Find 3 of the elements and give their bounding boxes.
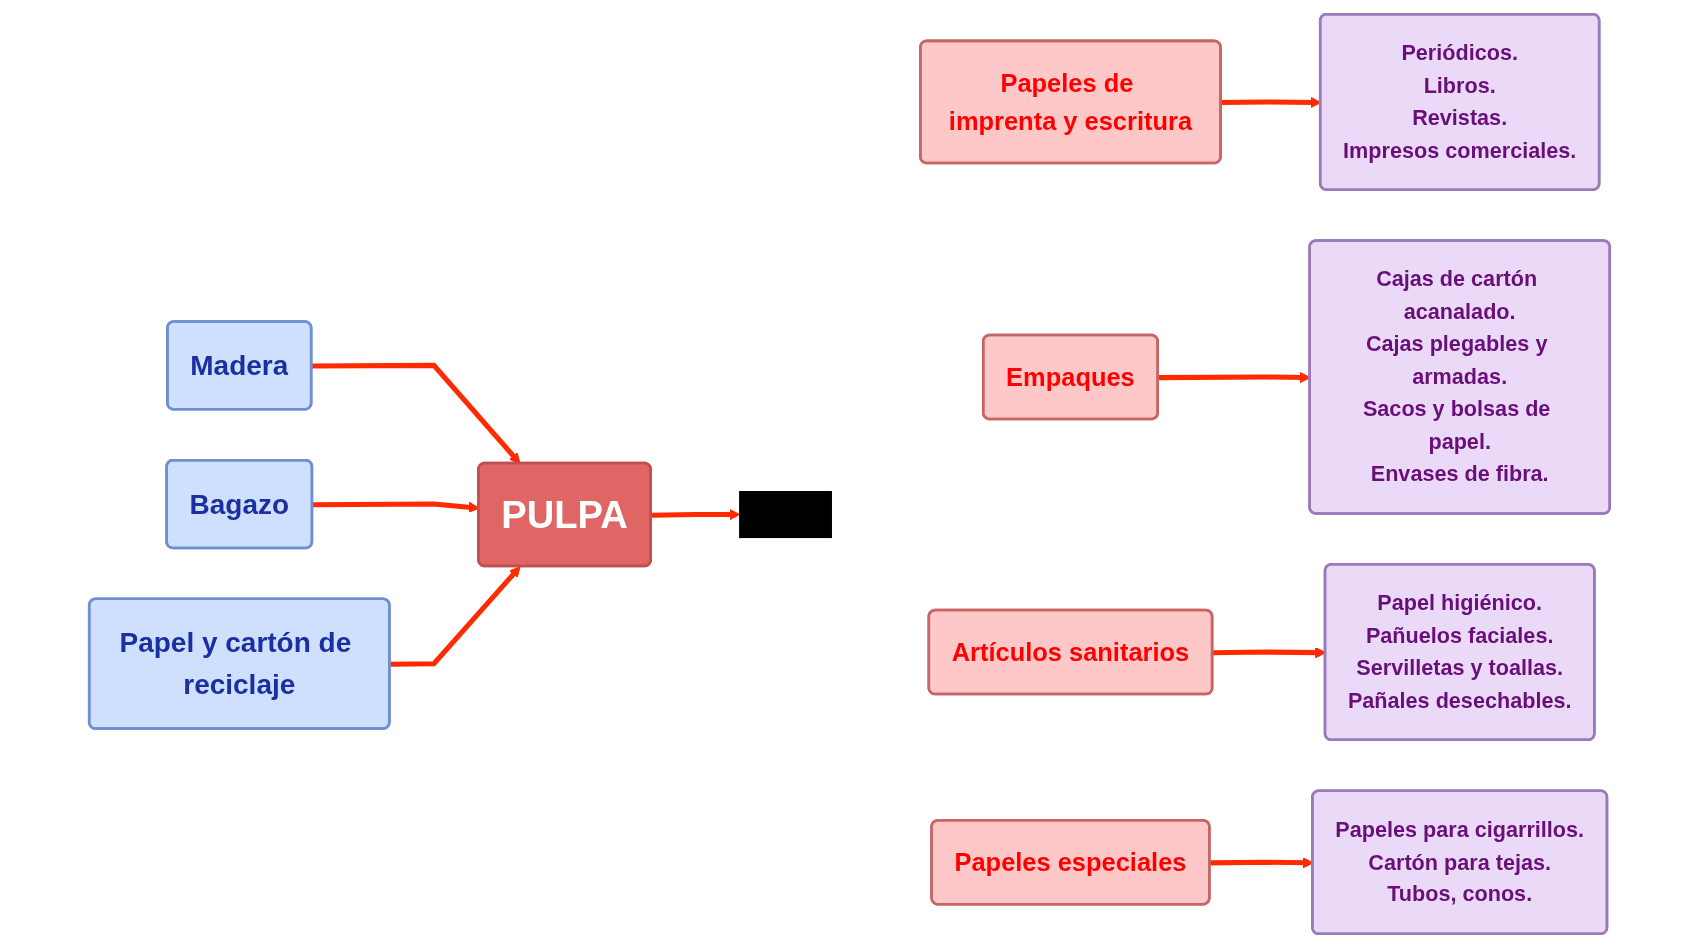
node-bar <box>738 491 832 539</box>
arrow <box>389 566 521 667</box>
arrow <box>650 508 740 521</box>
